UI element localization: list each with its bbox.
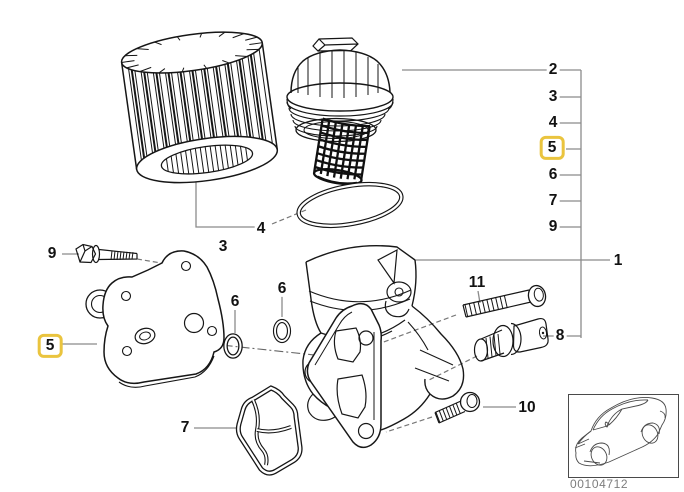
- large-oring-drawing: [296, 181, 404, 229]
- callout-5-right-highlighted[interactable]: 5: [539, 135, 565, 161]
- callout-4-right[interactable]: 4: [546, 113, 560, 132]
- image-code-text: 00104712: [570, 477, 629, 491]
- callout-6-oring-a[interactable]: 6: [228, 292, 242, 311]
- car-icon: [574, 397, 667, 467]
- callout-8-sensor[interactable]: 8: [553, 326, 567, 345]
- callout-5-cooler-highlighted[interactable]: 5: [37, 333, 63, 359]
- callout-1-housing[interactable]: 1: [611, 251, 625, 270]
- vehicle-thumbnail-box: [568, 394, 679, 478]
- callout-9-bolt-left[interactable]: 9: [45, 244, 59, 263]
- callout-10-bolt[interactable]: 10: [516, 398, 538, 417]
- callout-4-large-oring[interactable]: 4: [254, 219, 268, 238]
- callout-9-right[interactable]: 9: [546, 217, 560, 236]
- filter-housing-drawing: [302, 244, 465, 449]
- oil-pressure-sensor-drawing: [473, 317, 549, 362]
- callout-7-gasket[interactable]: 7: [178, 418, 192, 437]
- callout-6-oring-b[interactable]: 6: [275, 279, 289, 298]
- callout-2-filter-cap[interactable]: 2: [546, 60, 560, 79]
- heat-exchanger-drawing: [85, 250, 225, 388]
- callout-7-right[interactable]: 7: [546, 191, 560, 210]
- callout-11-bolt[interactable]: 11: [466, 273, 488, 292]
- callout-3-filter-element[interactable]: 3: [216, 237, 230, 256]
- small-oring-b-drawing: [272, 318, 292, 344]
- filter-cage-mesh: [312, 117, 371, 186]
- small-oring-a-drawing: [223, 333, 243, 359]
- filter-cap-drawing: [286, 37, 394, 186]
- callout-6-right[interactable]: 6: [546, 165, 560, 184]
- callout-3-right[interactable]: 3: [546, 87, 560, 106]
- bolt-10-drawing: [434, 391, 481, 424]
- bolt-9-drawing: [75, 243, 138, 264]
- oil-filter-element-drawing: [120, 31, 279, 184]
- gasket-drawing: [235, 385, 303, 476]
- bolt-11-drawing: [462, 284, 547, 318]
